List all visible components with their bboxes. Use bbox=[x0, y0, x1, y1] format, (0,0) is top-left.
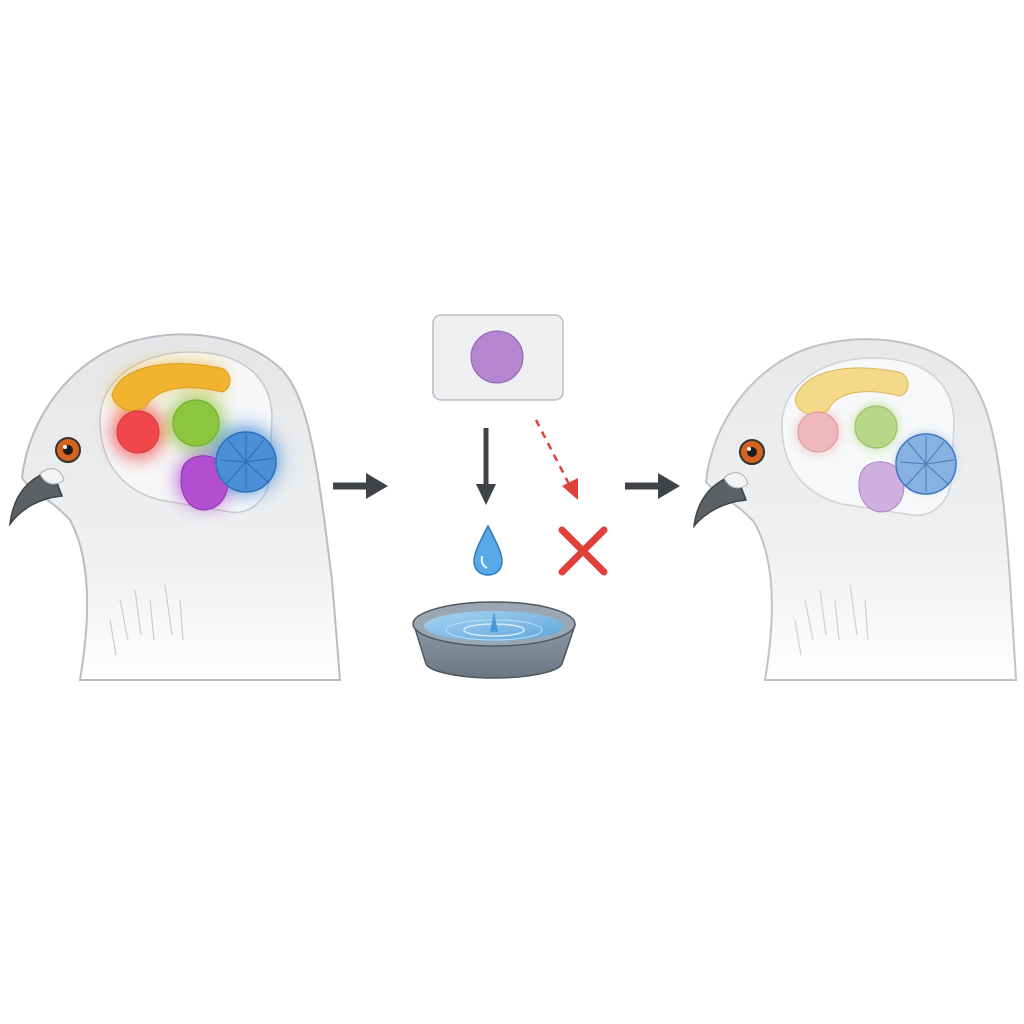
right-feather-texture bbox=[794, 584, 869, 656]
middle-to-right-arrow-icon bbox=[625, 473, 680, 499]
reward-arrow-icon bbox=[476, 428, 496, 505]
right-cerebellum-folds bbox=[899, 436, 955, 492]
left-purple-region bbox=[180, 455, 229, 511]
right-cere bbox=[723, 472, 749, 489]
right-purple-region bbox=[858, 461, 905, 513]
stimulus-card bbox=[432, 314, 564, 401]
right-pigeon bbox=[692, 338, 1018, 681]
left-brain-regions bbox=[111, 363, 277, 511]
stimulus-purple-dot bbox=[470, 330, 524, 384]
left-red-region bbox=[116, 410, 160, 454]
left-feather-texture bbox=[109, 584, 184, 656]
blocked-x-icon bbox=[558, 526, 608, 576]
left-cere bbox=[39, 468, 65, 485]
left-green-region bbox=[172, 399, 220, 447]
right-red-region bbox=[797, 411, 839, 453]
water-dish-icon bbox=[412, 601, 577, 679]
left-to-middle-arrow-icon bbox=[333, 473, 388, 499]
right-green-region bbox=[854, 405, 898, 449]
left-arc-region bbox=[111, 363, 231, 412]
water-drop-icon bbox=[473, 524, 503, 576]
blocked-arrow-icon bbox=[534, 419, 578, 500]
left-pigeon bbox=[8, 333, 342, 681]
right-brain-regions bbox=[794, 367, 957, 513]
left-cerebellum-folds bbox=[219, 434, 275, 490]
